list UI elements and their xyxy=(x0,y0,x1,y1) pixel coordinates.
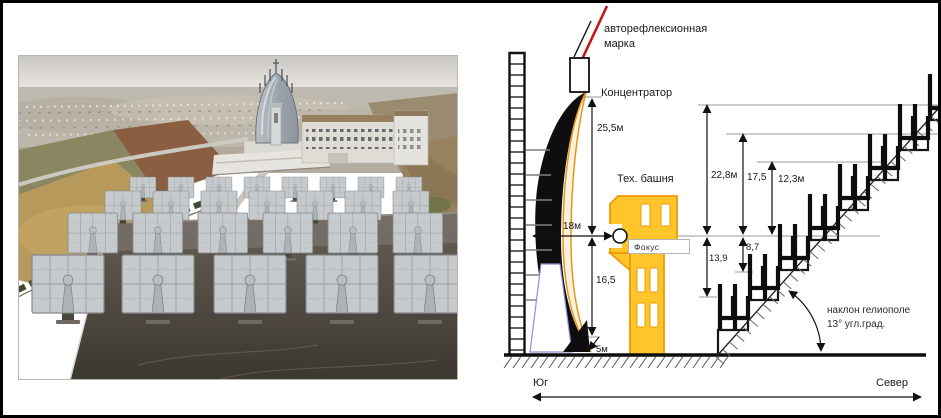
label-autoreflection-mark-line2: марка xyxy=(604,38,636,50)
label-tech-tower: Тех. башня xyxy=(617,173,674,185)
dim-helio-h2: 17,5 xyxy=(747,172,767,183)
dim-concentrator-to-focus: 18м xyxy=(563,221,581,232)
dim-helio-d1: 8,7 xyxy=(746,242,759,253)
concentrator-mirror-face xyxy=(562,91,592,353)
focus-label-box xyxy=(628,239,690,254)
label-focus: Фокус xyxy=(634,242,660,252)
tech-tower xyxy=(606,195,690,356)
label-north: Север xyxy=(876,377,908,389)
photo-hangar xyxy=(211,149,331,176)
dim-helio-h1: 22,8м xyxy=(711,170,737,181)
label-incline-line2: 13° угл.град. xyxy=(827,319,885,330)
dim-base-clearance: 5м xyxy=(596,344,608,355)
slope-hatching xyxy=(715,108,941,365)
dim-helio-d2: 13,9 xyxy=(709,253,728,264)
photo-border xyxy=(18,55,458,380)
focus-point xyxy=(612,228,628,244)
measurement-tower xyxy=(508,51,526,355)
label-autoreflection-mark-line1: авторефлексионная xyxy=(604,23,707,35)
label-incline-line1: наклон гелиополе xyxy=(827,305,911,316)
dim-focus-to-base: 16,5 xyxy=(596,275,616,286)
heliostat-symbols xyxy=(717,74,941,330)
concentrator-base-wedge xyxy=(563,320,590,352)
autoreflection-mark-box xyxy=(569,57,590,93)
concentrator-structure xyxy=(526,5,609,353)
heliostat-field-section xyxy=(715,74,941,365)
label-south: Юг xyxy=(533,377,548,389)
mark-pointer-line xyxy=(573,20,592,58)
ground-hatching xyxy=(503,356,729,369)
aerial-photo-solar-furnace-complex xyxy=(18,55,458,380)
label-concentrator: Концентратор xyxy=(601,87,672,99)
photo-institute-building xyxy=(301,110,451,230)
furnace-crown-antennas xyxy=(259,59,293,93)
incline-angle-arc xyxy=(788,290,826,352)
dim-concentrator-height: 25,5м xyxy=(597,123,623,134)
dimension-lines xyxy=(532,98,922,402)
dim-helio-h3: 12,3м xyxy=(778,174,804,185)
